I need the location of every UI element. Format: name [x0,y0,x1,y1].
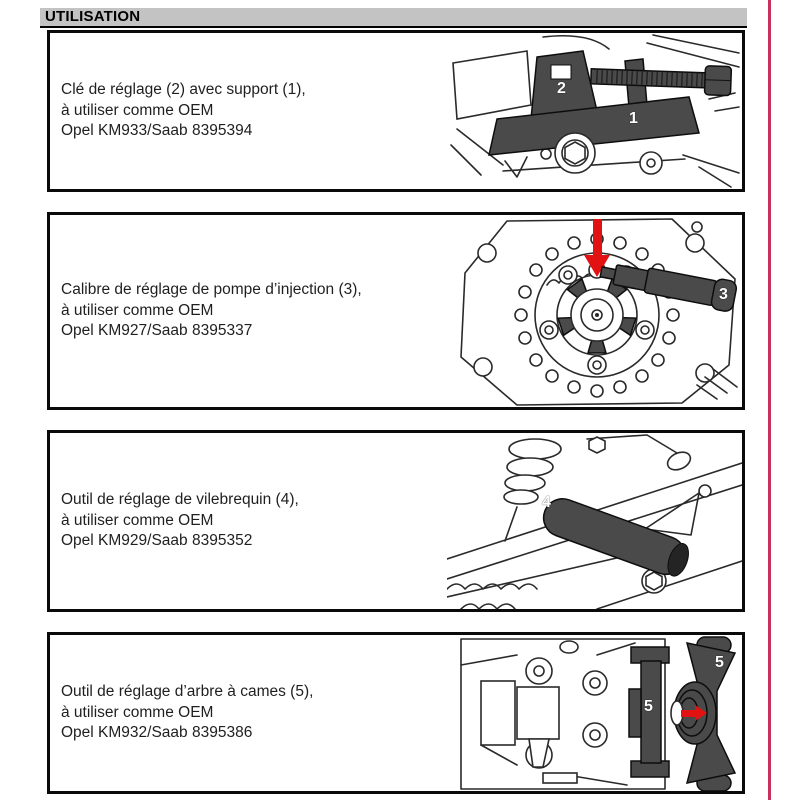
engine-top-line-art [460,636,737,791]
tool-number-label: 4 [542,494,551,511]
tool-entry-crankshaft-tool: Outil de réglage de vilebrequin (4), à u… [47,430,745,612]
tool-description-line: à utiliser comme OEM [61,703,214,721]
tool-description-line: à utiliser comme OEM [61,511,214,529]
tool-number-label: 1 [629,110,638,127]
crankshaft-tool-illustration: 4 [447,433,742,609]
section-header-bar: UTILISATION [40,8,747,28]
sprocket-line-art [460,218,738,406]
tool-description: Clé de réglage (2) avec support (1), à u… [61,33,461,189]
tool-description-line: Opel KM929/Saab 8395352 [61,532,253,550]
camshaft-tool-detail [670,636,737,791]
support-wrench-illustration: 2 1 [447,33,742,189]
tool-description-line: Outil de réglage d’arbre à cames (5), [61,683,314,701]
tool-description-line: Clé de réglage (2) avec support (1), [61,81,306,99]
tool-description: Outil de réglage d’arbre à cames (5), à … [61,635,461,791]
tool-description: Outil de réglage de vilebrequin (4), à u… [61,433,461,609]
tool-description-line: à utiliser comme OEM [61,301,214,319]
tool-number-label: 5 [644,698,653,715]
section-header-title: UTILISATION [45,8,141,25]
engine-line-art [450,34,740,188]
page-edge-accent-line [768,0,771,800]
injection-pump-illustration: 3 [447,215,742,407]
setting-pin-tool [599,264,738,312]
tool-entry-injection-pump-gauge: Calibre de réglage de pompe d’injection … [47,212,745,410]
tool-description-line: à utiliser comme OEM [61,101,214,119]
tool-number-label: 5 [715,654,724,671]
camshaft-tool-illustration: 5 5 [447,635,742,791]
tool-description-line: Calibre de réglage de pompe d’injection … [61,281,362,299]
red-arrow-icon [584,219,610,277]
tool-entry-camshaft-tool: Outil de réglage d’arbre à cames (5), à … [47,632,745,794]
tool-description-line: Opel KM932/Saab 8395386 [61,724,253,742]
pump-sprocket [534,252,660,378]
tool-description: Calibre de réglage de pompe d’injection … [61,215,461,407]
camshaft-bracket-tool [628,646,670,778]
tool-number-label: 2 [557,80,566,97]
engine-block-line-art [447,434,742,609]
support-wrench-tool [488,50,733,175]
tool-description-line: Outil de réglage de vilebrequin (4), [61,491,299,509]
tool-description-line: Opel KM933/Saab 8395394 [61,122,253,140]
tool-entry-support-wrench: Clé de réglage (2) avec support (1), à u… [47,30,745,192]
tool-number-label: 3 [719,286,728,303]
tool-description-line: Opel KM927/Saab 8395337 [61,322,253,340]
red-arrow-icon [681,705,707,721]
crankshaft-pin-tool [542,498,689,577]
